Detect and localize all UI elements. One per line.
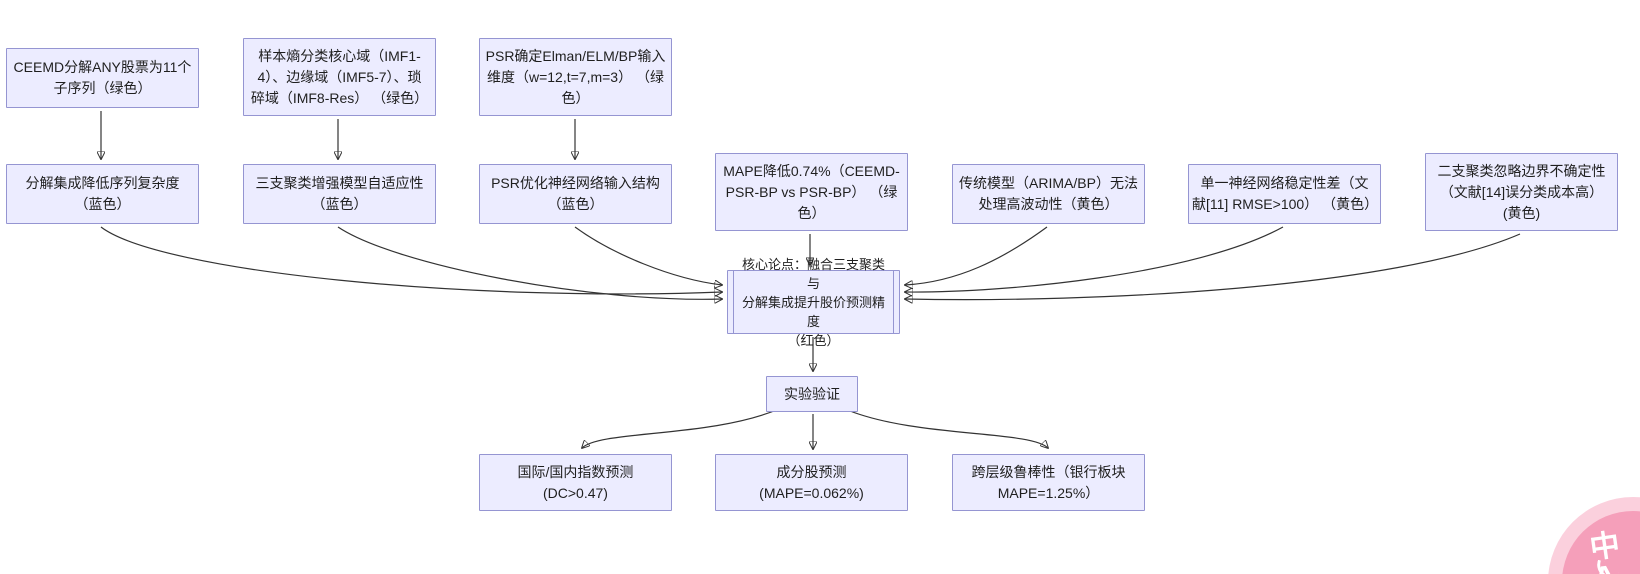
node-sample-entropy: 样本熵分类核心域（IMF1- 4）、边缘域（IMF5-7）、琐 碎域（IMF8-… <box>243 38 436 116</box>
edge-psr-opt-to-core <box>574 226 722 285</box>
edge-three-way-to-core <box>337 226 722 299</box>
edge-experiment-to-robustness <box>844 408 1048 448</box>
edge-single-nn-to-core <box>905 226 1284 292</box>
node-two-way-clustering: 二支聚类忽略边界不确定性 （文献[14]误分类成本高） (黄色) <box>1425 153 1618 231</box>
node-three-way-clustering: 三支聚类增强模型自适应性 （蓝色） <box>243 164 436 224</box>
node-core-thesis: 核心论点：融合三支聚类与 分解集成提升股价预测精度 （红色） <box>727 257 900 348</box>
edge-traditional-to-core <box>905 226 1048 285</box>
edge-decomp-to-core <box>100 226 722 294</box>
node-traditional-models: 传统模型（ARIMA/BP）无法 处理高波动性（黄色） <box>952 164 1145 224</box>
node-experimental-validation: 实验验证 <box>766 376 858 412</box>
node-component-stock: 成分股预测 (MAPE=0.062%) <box>715 454 908 511</box>
core-thesis-label: 核心论点：融合三支聚类与 分解集成提升股价预测精度 （红色） <box>741 256 885 348</box>
node-index-prediction: 国际/国内指数预测 (DC>0.47) <box>479 454 672 511</box>
node-psr-input-dimension: PSR确定Elman/ELM/BP输入 维度（w=12,t=7,m=3） （绿 … <box>479 38 672 116</box>
edge-experiment-to-index-pred <box>582 408 780 448</box>
subroutine-right-bar <box>893 270 894 334</box>
node-ceemd-decomposition: CEEMD分解ANY股票为11个 子序列（绿色） <box>6 48 199 108</box>
node-single-nn-instability: 单一神经网络稳定性差（文 献[11] RMSE>100） （黄色） <box>1188 164 1381 224</box>
node-cross-level-robustness: 跨层级鲁棒性（银行板块 MAPE=1.25%） <box>952 454 1145 511</box>
node-decomposition-ensemble: 分解集成降低序列复杂度 （蓝色） <box>6 164 199 224</box>
edge-two-way-to-core <box>905 233 1521 300</box>
node-psr-optimization: PSR优化神经网络输入结构 （蓝色） <box>479 164 672 224</box>
node-mape-reduction: MAPE降低0.74%（CEEMD- PSR-BP vs PSR-BP） （绿 … <box>715 153 908 231</box>
subroutine-left-bar <box>733 270 734 334</box>
